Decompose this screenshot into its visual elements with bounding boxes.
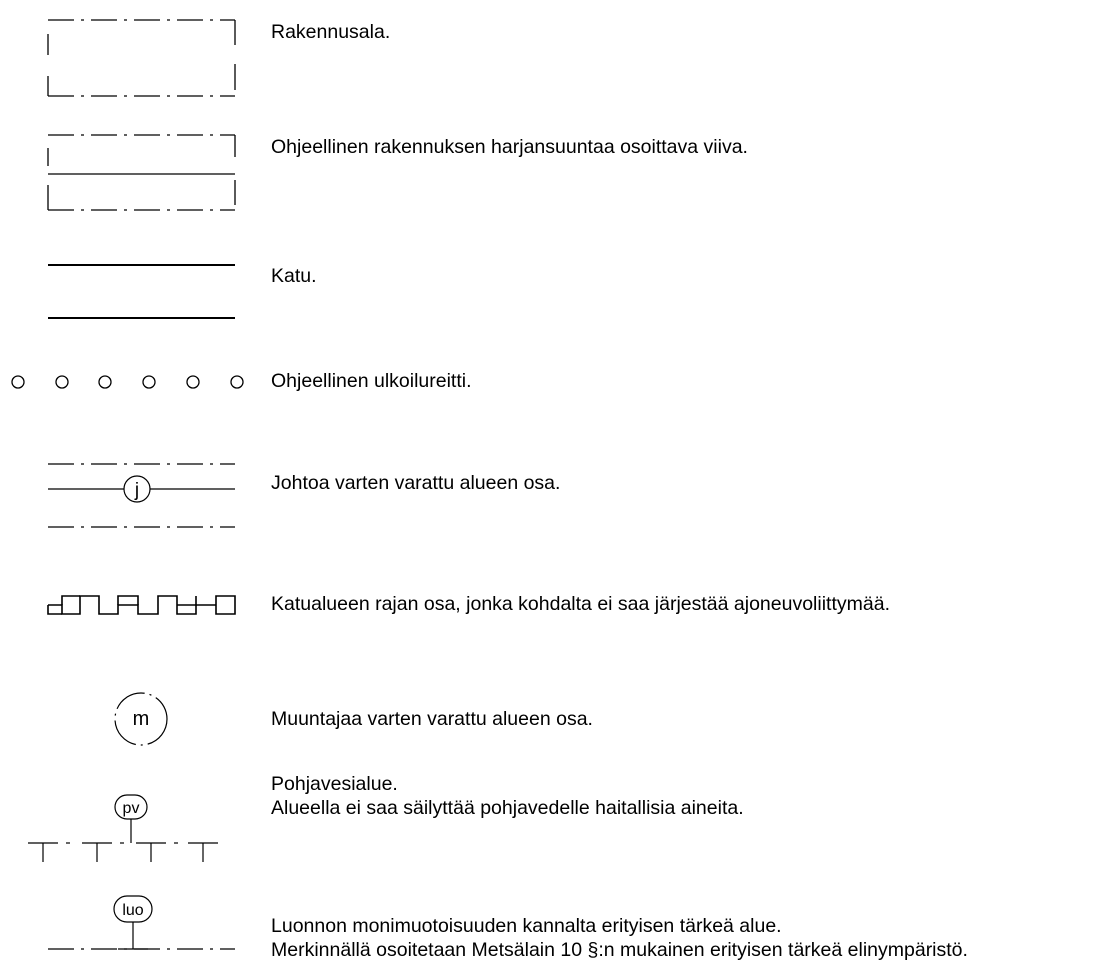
- johto-symbol-label: j: [134, 480, 139, 501]
- building-area-icon: [47, 19, 236, 97]
- ridge-direction-icon: [47, 134, 236, 211]
- pohjavesi-symbol-label: pv: [123, 800, 140, 817]
- utility-line-icon: [48, 463, 235, 528]
- legend-pohjavesi-desc: Alueella ei saa säilyttää pohjavedelle h…: [271, 797, 744, 819]
- transformer-icon: [114, 692, 168, 746]
- legend-katu: Katu.: [271, 265, 317, 287]
- legend-luo-desc: Merkinnällä osoitetaan Metsälain 10 §:n …: [271, 939, 968, 961]
- legend-muuntaja: Muuntajaa varten varattu alueen osa.: [271, 708, 593, 730]
- groundwater-icon: [28, 794, 218, 862]
- luo-symbol-label: luo: [122, 902, 143, 919]
- biodiversity-icon: [48, 895, 235, 950]
- legend-johto: Johtoa varten varattu alueen osa.: [271, 472, 561, 494]
- muuntaja-symbol-label: m: [133, 708, 150, 730]
- no-vehicle-access-icon: [47, 595, 236, 615]
- legend-ulkoilureitti: Ohjeellinen ulkoilureitti.: [271, 370, 472, 392]
- street-icon: [48, 264, 235, 319]
- outdoor-route-icon: [11, 375, 244, 389]
- legend-luo-title: Luonnon monimuotoisuuden kannalta erityi…: [271, 915, 782, 937]
- legend-pohjavesi-title: Pohjavesialue.: [271, 773, 398, 795]
- legend-rakennusala: Rakennusala.: [271, 21, 391, 43]
- legend-katualue-raja: Katualueen rajan osa, jonka kohdalta ei …: [271, 593, 890, 615]
- legend-harjansuunta: Ohjeellinen rakennuksen harjansuuntaa os…: [271, 136, 748, 158]
